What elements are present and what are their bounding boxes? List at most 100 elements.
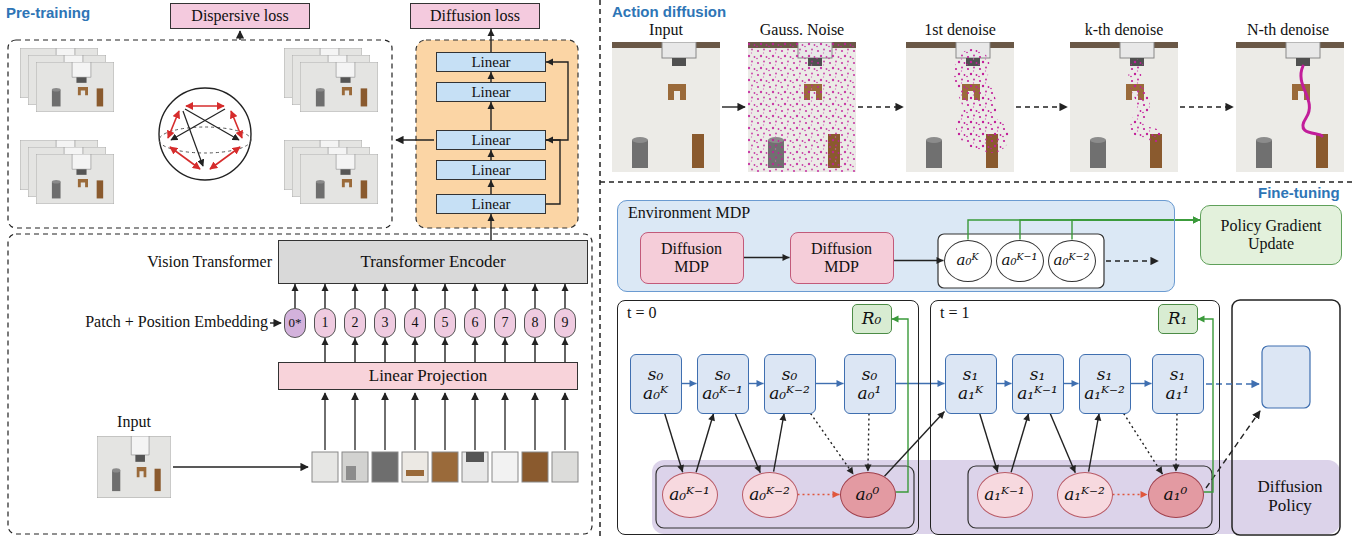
connector [811,414,854,475]
connector [865,414,872,472]
math-label: a₀ᴷ⁻² [769,384,810,403]
reward-box: R₀ [852,304,892,334]
repel-arrow [183,111,203,166]
patch-arrow [324,393,325,450]
mdp-region: Environment MDPDiffusion MDPDiffusion MD… [617,200,1175,292]
arrowhead [1193,217,1200,224]
repel-arrow [210,147,240,169]
connector [1124,414,1163,475]
connector-line [868,414,869,472]
arrowhead [1023,414,1030,422]
connector [562,284,569,308]
section-title: Fine-tuning [1258,184,1340,201]
arrowhead [502,338,509,345]
connector-line [1176,414,1177,472]
arrowhead [937,257,944,264]
math-label: a₁ᴷ⁻² [1084,384,1125,403]
arrowhead [412,338,419,345]
patch-arrow [504,393,505,450]
region-outline [8,234,592,534]
caption-label: 1st denoise [896,21,1024,39]
connector [382,338,389,362]
math-label: s₁ [1030,365,1046,384]
connector [682,380,697,387]
connector-line [1011,414,1029,473]
action-circle: a₁⁰ [1148,472,1204,518]
patch-arrow [414,393,415,450]
arrowhead [1145,380,1152,387]
scene-image [748,42,856,172]
reward-box: R₁ [1158,304,1198,334]
patch-detail [406,470,424,476]
state-box: s₁a₁ᴷ⁻² [1079,354,1131,414]
patch [372,452,398,482]
repel-arrow [171,109,225,140]
arrowhead [442,284,449,291]
connector [488,29,495,52]
arrowhead [562,338,569,345]
connector-line [1072,220,1200,240]
caption-label: N-th denoise [1226,21,1350,39]
token-label: 3 [382,315,389,330]
connector [352,338,359,362]
frame-image [300,154,378,204]
math-label: a₁⁰ [1164,485,1188,504]
class-token: 0* [284,308,306,338]
arrowhead [532,284,539,291]
connector [1011,414,1030,473]
arrowhead [442,338,449,345]
arrowhead [472,284,479,291]
update-box: Policy Gradient Update [1200,205,1342,265]
token-label: 2 [352,315,359,330]
step-arrow [722,106,745,107]
connector [488,72,495,82]
arrowhead [382,338,389,345]
arrowhead [322,338,329,345]
arrowhead [783,254,790,261]
connector [1064,380,1079,387]
layer-label: Linear [471,54,510,71]
math-label: a₁ᴷ⁻¹ [1017,384,1058,403]
timestep-panel: t = 1R₁s₁a₁ᴷs₁a₁ᴷ⁻¹s₁a₁ᴷ⁻²s₁a₁¹a₁ᴷ⁻¹a₁ᴷ⁻… [930,300,1220,535]
timestep-panel [1232,300,1340,535]
process-box: Diffusion MDP [790,232,894,284]
loss-box: Diffusion loss [410,3,540,29]
arrowhead [1198,316,1205,323]
connector-line [1089,414,1100,472]
trajectory [1301,66,1322,136]
action-circle: a₀ᴷ⁻¹ [662,472,718,518]
connector [798,491,840,498]
arrowhead [677,464,684,472]
timestep-panel: t = 0R₀s₀a₀ᴷs₀a₀ᴷ⁻¹s₀a₀ᴷ⁻²s₀a₀¹a₀ᴷ⁻¹a₀ᴷ⁻… [617,300,919,535]
connector [1173,414,1180,472]
connector [502,338,509,362]
arrowhead [779,414,786,422]
patch-arrow [444,393,445,450]
math-label: s₀ [782,365,798,384]
arrowhead [352,338,359,345]
loss-label: Diffusion loss [430,7,520,25]
patchify-arrow [173,466,308,467]
patch [552,452,578,482]
repel-arrow [186,105,224,107]
connector [412,338,419,362]
continue-arrow [1106,260,1158,261]
caption-label: Input [602,21,730,39]
connector [749,380,764,387]
connector [488,102,495,130]
arrowhead [488,180,495,187]
arrowhead [708,414,715,422]
action-circle: a₀ᴷ⁻¹ [996,240,1044,282]
patch-arrows [325,393,565,450]
arrowhead [1069,465,1075,473]
divider [600,181,1354,183]
arrowhead [488,214,495,221]
connector [562,338,569,362]
connector [502,284,509,308]
math-label: s₁ [1170,365,1186,384]
noise-cloud [1135,66,1156,136]
denoise-group [968,466,1212,528]
layer-label: Linear [471,162,510,179]
process-label: Diffusion MDP [649,240,735,275]
patch-token: 1 [314,308,336,338]
